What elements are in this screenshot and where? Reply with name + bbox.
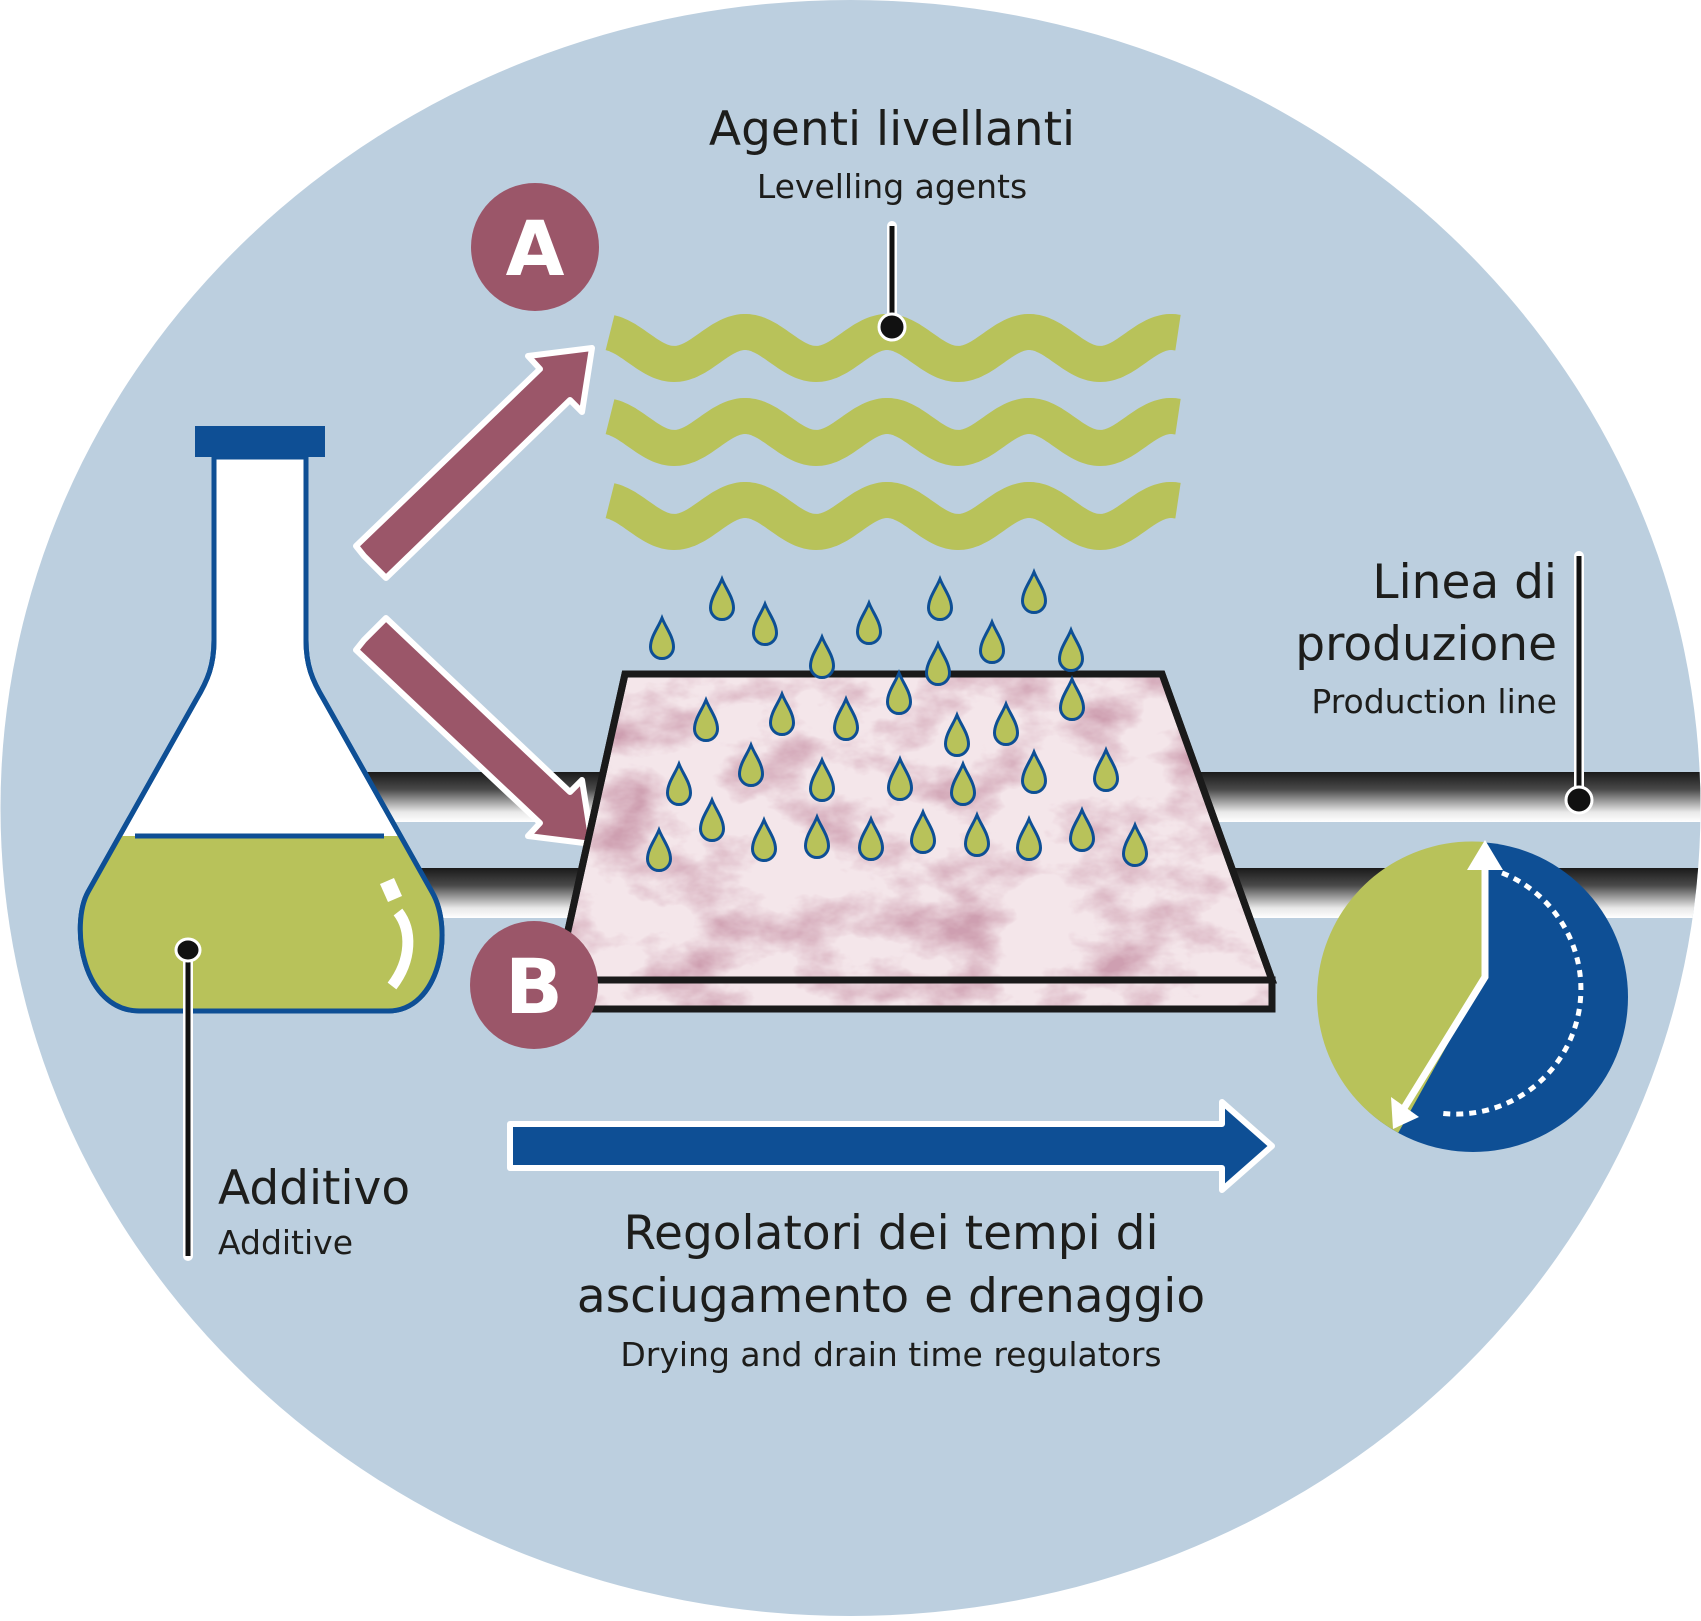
marker-a: A: [471, 183, 599, 311]
drying-subtitle: Drying and drain time regulators: [620, 1335, 1161, 1374]
droplet-icon: [992, 699, 1020, 746]
droplet-icon: [808, 632, 836, 679]
marker-a-letter: A: [506, 204, 565, 293]
marker-b: B: [470, 921, 598, 1049]
drying-title-2: asciugamento e drenaggio: [577, 1269, 1205, 1324]
levelling-pointer: [877, 221, 907, 342]
droplet-icon: [886, 754, 914, 801]
levelling-subtitle: Levelling agents: [757, 167, 1027, 206]
production-line-title-2: produzione: [1295, 617, 1557, 672]
arrow-right-icon: [507, 1099, 1275, 1193]
droplet-icon: [1020, 567, 1048, 614]
droplet-icon: [808, 755, 836, 802]
timer-clock-icon: [1317, 840, 1628, 1152]
droplet-icon: [751, 599, 779, 646]
droplet-icon: [1092, 745, 1120, 792]
timer-dotted-arc: [1440, 870, 1584, 1117]
droplet-icon: [949, 759, 977, 806]
additive-title: Additivo: [218, 1161, 410, 1216]
droplet-icon: [832, 694, 860, 741]
droplet-icon: [943, 710, 971, 757]
droplet-icon: [645, 825, 673, 872]
wave-line: [605, 398, 1181, 467]
droplet-icon: [665, 759, 693, 806]
droplet-icon: [708, 574, 736, 621]
levelling-title: Agenti livellanti: [709, 102, 1075, 157]
droplet-icon: [1020, 747, 1048, 794]
marker-b-letter: B: [505, 942, 563, 1031]
droplet-icon: [855, 598, 883, 645]
drying-title-1: Regolatori dei tempi di: [623, 1206, 1158, 1261]
production-line-pointer: [1564, 551, 1594, 815]
timer-hands: [1398, 864, 1489, 1115]
droplet-icon: [1015, 814, 1043, 861]
droplet-icon: [926, 574, 954, 621]
arrow-up-right-icon: [353, 345, 595, 581]
droplet-icon: [978, 617, 1006, 664]
additive-pointer: [174, 937, 202, 1261]
marble-slab-icon: [552, 670, 1277, 1013]
droplet-icon: [1068, 805, 1096, 852]
droplet-icon: [698, 795, 726, 842]
production-line-title-1: Linea di: [1372, 555, 1557, 610]
droplet-icon: [648, 613, 676, 660]
wave-line: [605, 482, 1181, 551]
timer-hand-head: [1467, 840, 1503, 870]
timer-elapsed: [1317, 841, 1485, 1133]
droplet-icon: [963, 810, 991, 857]
droplet-icon: [692, 695, 720, 742]
droplet-icon: [750, 815, 778, 862]
timer-hand-head: [1391, 1097, 1419, 1129]
droplet-icon: [803, 812, 831, 859]
droplet-icon: [924, 639, 952, 686]
erlenmeyer-flask-icon: [77, 426, 445, 1014]
droplets: [645, 567, 1149, 872]
droplet-icon: [857, 814, 885, 861]
droplet-icon: [737, 740, 765, 787]
production-line-subtitle: Production line: [1311, 682, 1557, 721]
droplet-icon: [909, 807, 937, 854]
droplet-icon: [885, 668, 913, 715]
flask-liquid: [80, 836, 443, 1011]
droplet-icon: [1058, 674, 1086, 721]
additive-subtitle: Additive: [218, 1223, 353, 1262]
droplet-icon: [1057, 625, 1085, 672]
droplet-icon: [768, 689, 796, 736]
droplet-icon: [1121, 820, 1149, 867]
